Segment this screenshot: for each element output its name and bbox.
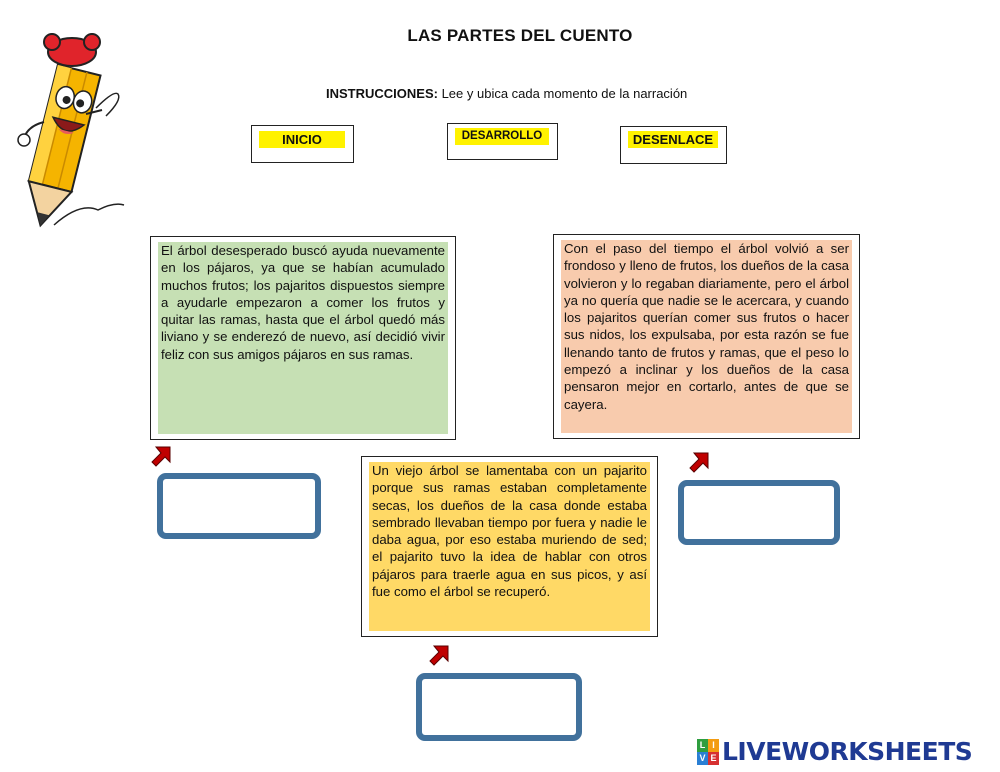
story-box-right: Con el paso del tiempo el árbol volvió a… [553, 234, 860, 439]
red-arrow-icon [429, 645, 449, 666]
pencil-mascot-icon [17, 33, 125, 228]
liveworksheets-text: LIVEWORKSHEETS [722, 737, 973, 766]
label-box-inicio[interactable]: INICIO [251, 125, 354, 163]
red-arrow-icon [689, 452, 709, 473]
logo-mark-letter: E [708, 752, 719, 765]
label-box-desarrollo[interactable]: DESARROLLO [447, 123, 558, 160]
label-box-desenlace[interactable]: DESENLACE [620, 126, 727, 164]
logo-mark-letter: V [697, 752, 708, 765]
label-desarrollo: DESARROLLO [455, 128, 549, 145]
label-inicio: INICIO [259, 131, 345, 148]
story-text-right: Con el paso del tiempo el árbol volvió a… [561, 240, 852, 433]
liveworksheets-logo: L I V E LIVEWORKSHEETS [697, 735, 973, 769]
page-title: LAS PARTES DEL CUENTO [407, 26, 633, 45]
instructions: INSTRUCCIONES: Lee y ubica cada momento … [326, 86, 687, 101]
instructions-text: Lee y ubica cada momento de la narración [441, 86, 688, 101]
story-text-center: Un viejo árbol se lamentaba con un pajar… [369, 462, 650, 631]
label-desenlace: DESENLACE [628, 131, 718, 148]
story-text-left: El árbol desesperado buscó ayuda nuevame… [158, 242, 448, 434]
drop-zone-center[interactable] [416, 673, 582, 741]
liveworksheets-mark-icon: L I V E [697, 739, 719, 765]
instructions-label: INSTRUCCIONES: [326, 86, 438, 101]
story-box-left: El árbol desesperado buscó ayuda nuevame… [150, 236, 456, 440]
story-box-center: Un viejo árbol se lamentaba con un pajar… [361, 456, 658, 637]
drop-zone-left[interactable] [157, 473, 321, 539]
red-arrow-icon [151, 446, 171, 467]
drop-zone-right[interactable] [678, 480, 840, 545]
logo-mark-letter: L [697, 739, 708, 752]
logo-mark-letter: I [708, 739, 719, 752]
